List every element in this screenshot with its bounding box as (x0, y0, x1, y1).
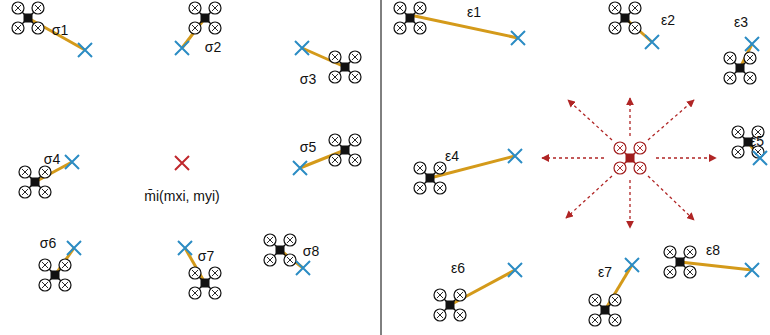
error-label: σ6 (40, 236, 56, 250)
divider-line (381, 0, 382, 335)
error-label: ε1 (467, 5, 481, 19)
error-label: σ4 (44, 152, 60, 166)
error-label: ε4 (445, 149, 459, 163)
drones (12, 2, 764, 326)
mean-cross (175, 156, 189, 170)
mean-label: m̄i(mxi, myi) (144, 189, 219, 203)
target-crosses (65, 31, 767, 277)
error-label: ε7 (598, 265, 612, 279)
error-label: ε6 (451, 261, 465, 275)
error-label: σ7 (198, 249, 214, 263)
error-label: ε3 (734, 15, 748, 29)
error-label: σ2 (205, 40, 221, 54)
error-label: σ8 (303, 244, 319, 258)
error-label: σ1 (52, 23, 68, 37)
error-label: ε2 (661, 13, 675, 27)
error-label: σ5 (300, 140, 316, 154)
spread-arrows (542, 98, 716, 228)
error-label: ε5 (750, 134, 764, 148)
error-label: ε8 (706, 243, 720, 257)
error-label: σ3 (300, 72, 316, 86)
error-lines (28, 15, 760, 310)
mean-drone (614, 142, 646, 174)
